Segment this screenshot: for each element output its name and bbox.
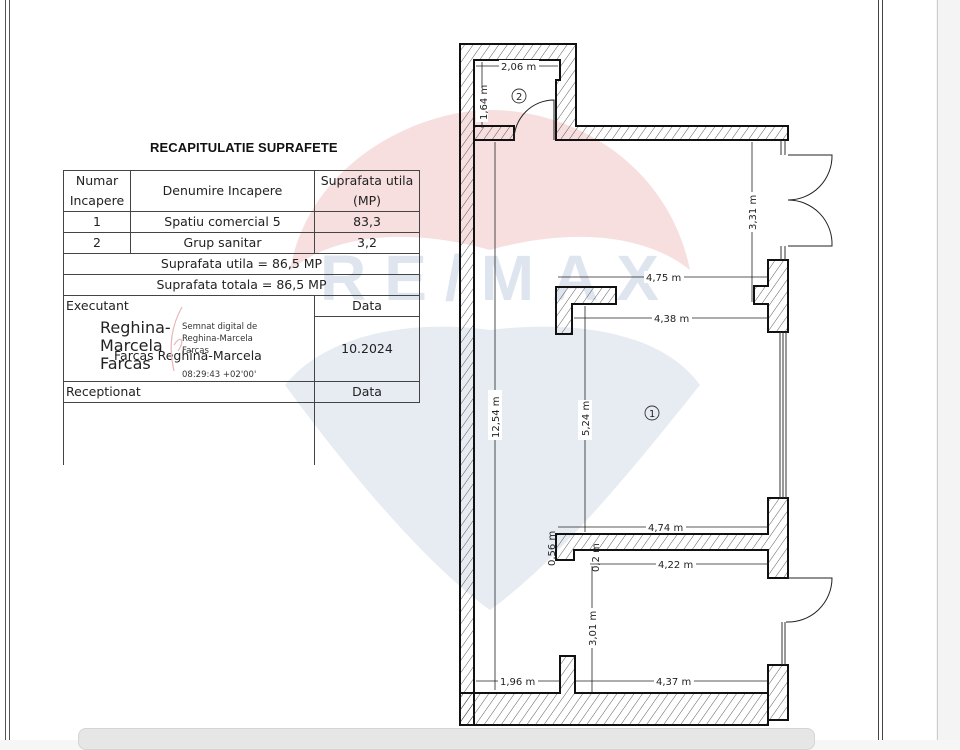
dim-back-height: 3,01 m	[588, 611, 599, 646]
glazing	[779, 140, 787, 665]
room-area: 83,3	[314, 211, 420, 233]
walls	[459, 43, 789, 726]
dim-lower-inner-width: 4,22 m	[658, 560, 693, 571]
dim-upper-inner-width: 4,38 m	[654, 314, 689, 325]
table-header-row: Numar Incapere Denumire Incapere Suprafa…	[63, 170, 420, 212]
header-useful-area: Suprafata utila (MP)	[314, 170, 420, 212]
dim-entrance-depth: 3,31 m	[748, 195, 759, 230]
dim-wc-depth: 1,64 m	[479, 85, 490, 120]
receptionat-blank-row	[63, 401, 420, 465]
table-row: 2 Grup sanitar 3,2	[63, 232, 420, 254]
receptionat-label: Receptionat	[63, 380, 315, 403]
header-room-name: Denumire Incapere	[130, 170, 315, 212]
executant-label: Executant	[66, 298, 129, 314]
dimension-lines	[476, 62, 768, 692]
total-area-row: Suprafata totala = 86,5 MP	[63, 274, 420, 296]
signature-details: Semnat digital de Reghina-Marcela Farcas…	[182, 321, 258, 380]
room-label-1: 1	[649, 409, 655, 420]
dim-total-length: 12,54 m	[491, 396, 502, 438]
dim-bottom-left-width: 1,96 m	[500, 677, 535, 688]
dim-wall-thickness: 0,56 m	[547, 531, 558, 566]
signature-mark-icon	[170, 306, 183, 371]
table-row: 1 Spatiu comercial 5 83,3	[63, 211, 420, 233]
dim-lower-width: 4,74 m	[648, 523, 683, 534]
dim-mid-height: 5,24 m	[581, 401, 592, 436]
summary-title: RECAPITULATIE SUPRAFETE	[150, 140, 338, 155]
signer-name-overlay: Farcas Reghina-Marcela	[114, 347, 262, 363]
scrollbar-track[interactable]	[937, 0, 960, 740]
dim-small-offset: 0,2 m	[591, 543, 602, 572]
receptionat-row: Receptionat Data	[63, 380, 420, 403]
dim-upper-width: 4,75 m	[646, 273, 681, 284]
page-border-left	[5, 0, 10, 740]
room-name: Grup sanitar	[130, 232, 315, 254]
surface-summary-table: Numar Incapere Denumire Incapere Suprafa…	[63, 170, 420, 465]
executant-header-row: Executant Data	[63, 295, 420, 317]
executant-date: 10.2024	[314, 316, 420, 382]
executant-date-label: Data	[314, 295, 420, 317]
doors	[513, 99, 833, 623]
room-label-2: 2	[516, 92, 522, 103]
dim-bottom-right-width: 4,37 m	[656, 677, 691, 688]
bottom-toolbar[interactable]	[78, 728, 815, 750]
page-border-right	[878, 0, 883, 740]
signer-name: Reghina- Marcela Farcas	[100, 317, 171, 373]
executant-signature-row: Reghina- Marcela Farcas Farcas Reghina-M…	[63, 306, 420, 382]
header-room-number: Numar Incapere	[63, 170, 131, 212]
total-area: Suprafata totala = 86,5 MP	[63, 274, 420, 296]
dim-wc-width: 2,06 m	[501, 62, 536, 73]
receptionat-date-label: Data	[314, 380, 420, 403]
digital-signature[interactable]: Reghina- Marcela Farcas Farcas Reghina-M…	[63, 306, 315, 382]
